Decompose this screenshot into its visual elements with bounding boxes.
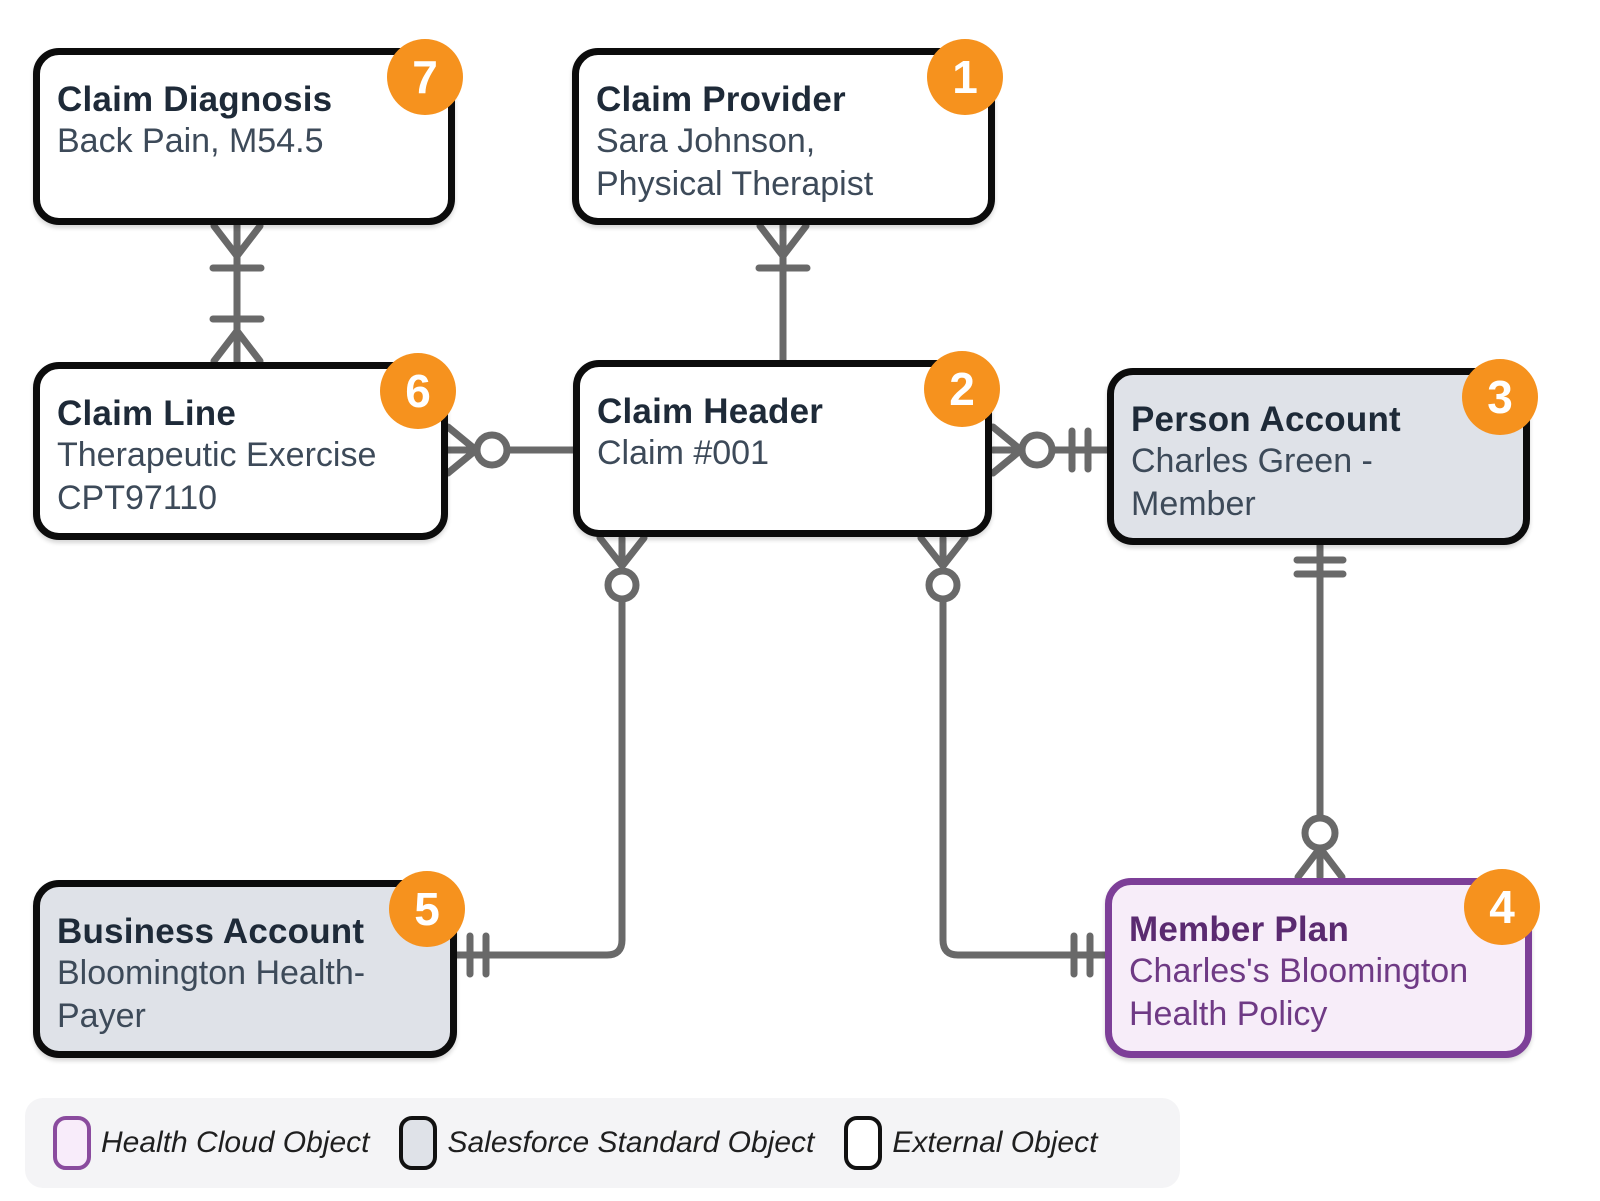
node-title: Person Account <box>1131 400 1401 439</box>
node-claim-line: Claim Line Therapeutic Exercise CPT97110… <box>33 353 456 540</box>
step-badge-7: 7 <box>387 39 463 115</box>
node-title: Business Account <box>57 912 365 951</box>
node-title: Claim Provider <box>596 80 846 119</box>
step-badge-6: 6 <box>380 353 456 429</box>
standard-object-swatch <box>399 1116 438 1170</box>
node-subtitle: Charles's Bloomington Health Policy <box>1129 952 1469 1034</box>
step-badge-3: 3 <box>1462 359 1538 435</box>
step-badge-5: 5 <box>389 871 465 947</box>
node-subtitle: Sara Johnson, Physical Therapist <box>596 122 874 204</box>
connector-personaccount-memberplan <box>1293 541 1347 881</box>
node-claim-provider: Claim Provider Sara Johnson, Physical Th… <box>572 39 1003 225</box>
legend-item-health-cloud: Health Cloud Object <box>53 1116 369 1170</box>
node-claim-header: Claim Header Claim #001 2 <box>573 351 1000 537</box>
connector-diagnosis-claimline <box>209 221 265 366</box>
connector-claimline-header <box>444 423 577 477</box>
health-cloud-swatch <box>53 1116 91 1170</box>
step-badge-2: 2 <box>924 351 1000 427</box>
node-title: Claim Header <box>597 392 824 431</box>
node-title: Member Plan <box>1129 910 1350 949</box>
connector-header-businessaccount <box>453 534 648 978</box>
legend-item-standard: Salesforce Standard Object <box>399 1116 814 1170</box>
node-business-account: Business Account Bloomington Health- Pay… <box>33 871 465 1058</box>
node-person-account: Person Account Charles Green - Member 3 <box>1107 359 1538 545</box>
node-subtitle: Back Pain, M54.5 <box>57 122 324 161</box>
step-badge-4: 4 <box>1464 869 1540 945</box>
legend-label: Health Cloud Object <box>101 1126 370 1159</box>
node-member-plan: Member Plan Charles's Bloomington Health… <box>1105 869 1540 1058</box>
node-title: Claim Diagnosis <box>57 80 333 119</box>
node-subtitle: Claim #001 <box>597 434 769 473</box>
node-claim-diagnosis: Claim Diagnosis Back Pain, M54.5 7 <box>33 39 463 225</box>
legend-item-external: External Object <box>844 1116 1097 1170</box>
step-badge-1: 1 <box>927 39 1003 115</box>
connector-provider-header <box>755 221 811 364</box>
node-subtitle: Bloomington Health- Payer <box>57 954 366 1036</box>
external-object-swatch <box>844 1116 883 1170</box>
legend-label: Salesforce Standard Object <box>447 1126 815 1159</box>
node-subtitle: Therapeutic Exercise CPT97110 <box>57 436 377 518</box>
connector-header-memberplan <box>917 534 1109 978</box>
legend-label: External Object <box>892 1126 1098 1159</box>
legend: Health Cloud Object Salesforce Standard … <box>25 1098 1180 1188</box>
node-subtitle: Charles Green - Member <box>1131 442 1373 524</box>
node-title: Claim Line <box>57 394 236 433</box>
connector-header-personaccount <box>989 423 1111 477</box>
